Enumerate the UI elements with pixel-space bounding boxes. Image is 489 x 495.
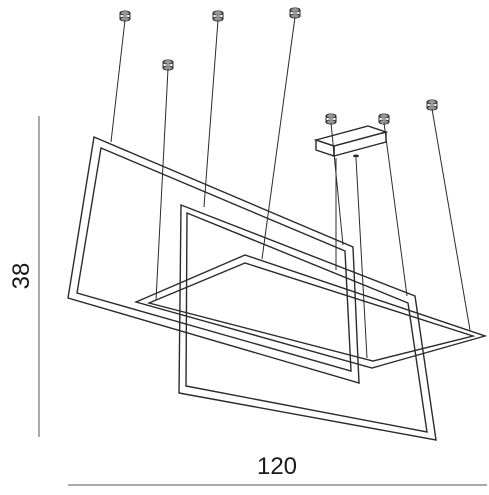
- frame-rectangle-flat: [133, 254, 488, 369]
- suspension-wire: [203, 19, 219, 208]
- ceiling-anchor: [289, 7, 301, 19]
- suspension-wire: [155, 68, 169, 301]
- ceiling-anchor: [325, 113, 337, 125]
- suspension-wire: [383, 122, 408, 297]
- ceiling-anchor: [378, 113, 390, 125]
- ceiling-anchor: [426, 99, 438, 111]
- ceiling-anchor: [162, 59, 174, 71]
- power-cable: [355, 157, 368, 359]
- frame-rectangle-front: [178, 203, 437, 441]
- suspension-wire: [110, 19, 126, 143]
- canopy-box: [313, 125, 389, 158]
- ceiling-anchors: [119, 7, 438, 125]
- suspension-wires: [110, 16, 471, 359]
- ceiling-anchor: [212, 10, 224, 22]
- height-dimension-label: 38: [8, 263, 35, 290]
- frame-rectangle-back: [67, 136, 360, 384]
- suspension-wire: [431, 108, 471, 331]
- width-dimension: 120: [68, 453, 487, 486]
- height-dimension: 38: [8, 116, 40, 437]
- ceiling-anchor: [119, 10, 131, 22]
- width-dimension-label: 120: [257, 453, 297, 480]
- suspension-wire: [330, 122, 344, 246]
